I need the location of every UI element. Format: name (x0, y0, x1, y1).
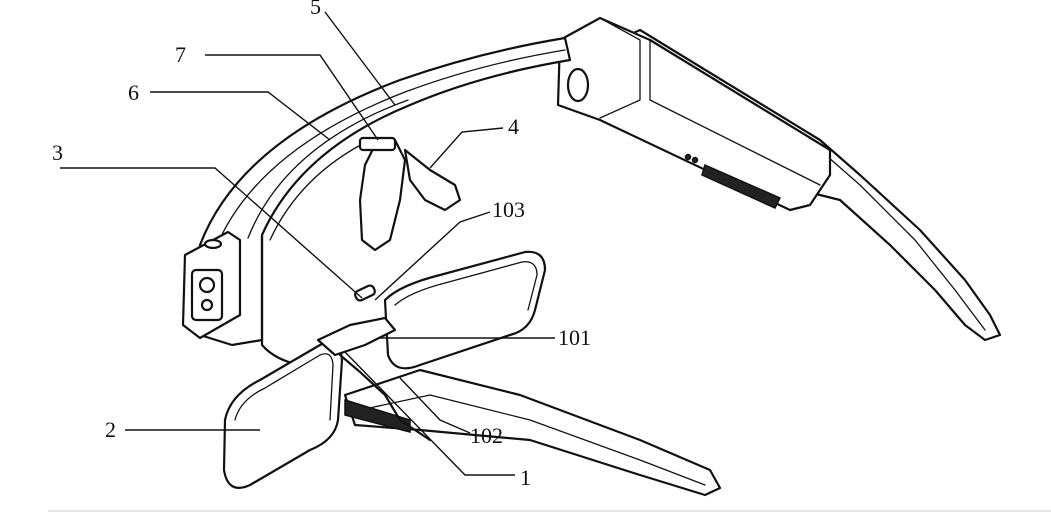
nose-pad-assembly (358, 136, 462, 252)
left-temple-arm (343, 368, 722, 497)
label-103: 103 (492, 197, 525, 222)
bottom-divider (48, 510, 1051, 512)
leader-lines (60, 11, 555, 476)
label-1: 1 (520, 465, 531, 490)
temple-grille (701, 163, 782, 209)
temple-housing (556, 16, 832, 212)
label-101: 101 (558, 325, 591, 350)
label-6: 6 (128, 80, 139, 105)
temple-button-icon (566, 67, 590, 103)
label-3: 3 (52, 140, 63, 165)
label-5: 5 (310, 0, 321, 19)
clip-on-lens-left (222, 341, 344, 489)
label-2: 2 (105, 417, 116, 442)
label-4: 4 (508, 114, 519, 139)
label-7: 7 (175, 42, 186, 67)
clip-on-lens-right (383, 250, 547, 370)
left-end-piece (181, 230, 242, 340)
label-102: 102 (470, 423, 503, 448)
